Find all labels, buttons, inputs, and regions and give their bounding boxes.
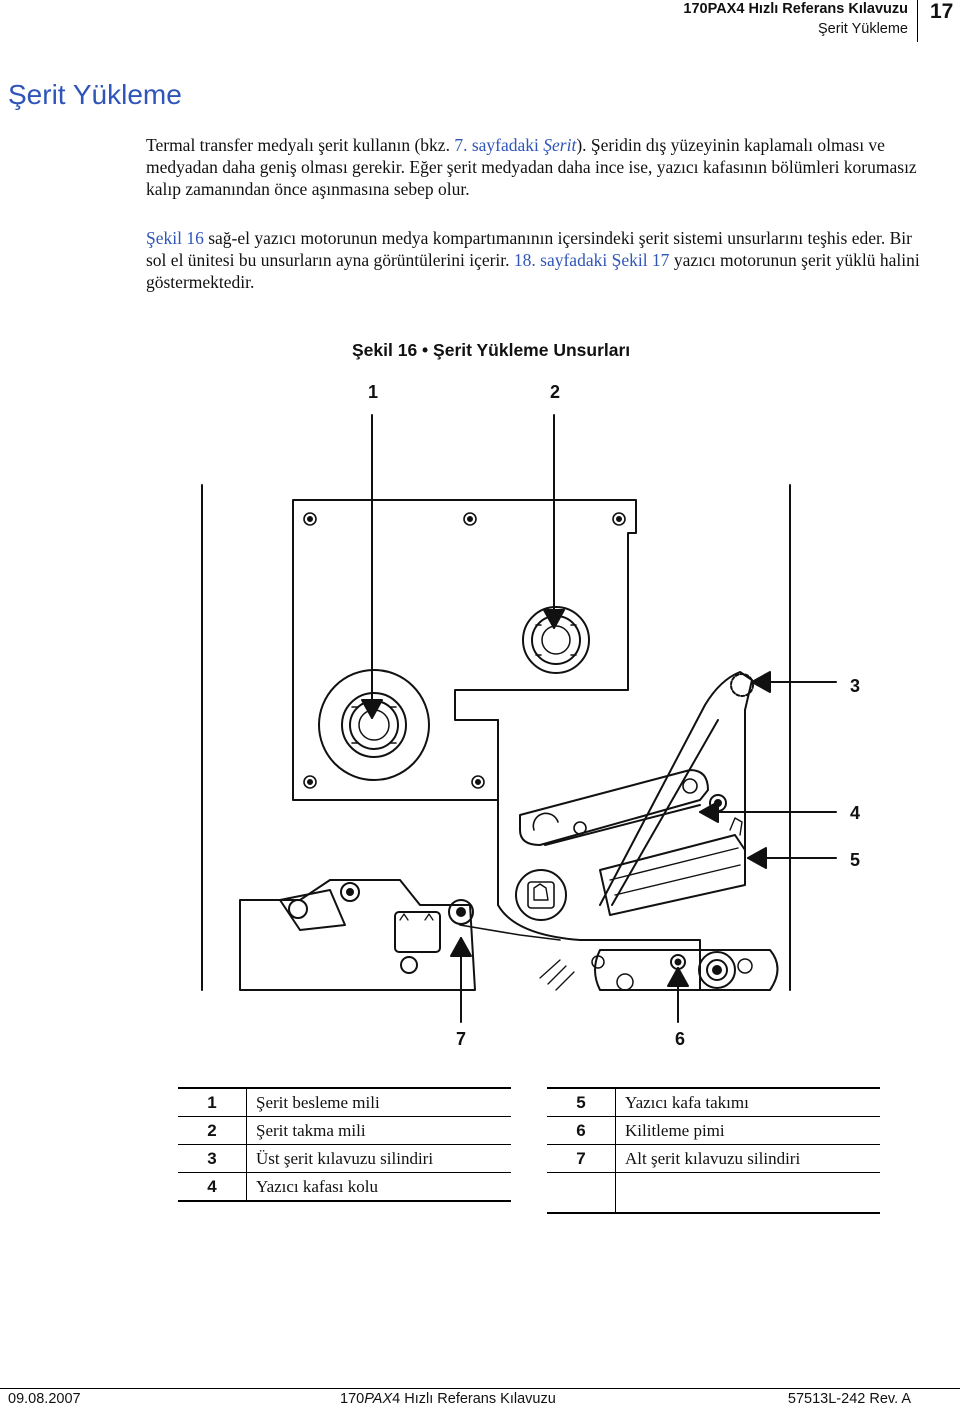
legend-number: 3: [207, 1148, 217, 1168]
printhead-assembly-drawing: [599, 817, 746, 916]
plate-screws: [303, 512, 626, 789]
figure-17-link[interactable]: 18. sayfadaki Şekil 17: [513, 250, 670, 270]
legend-label: Yazıcı kafa takımı: [615, 1088, 880, 1117]
callout-leaders: [361, 414, 837, 1023]
footer-document-number: 57513L-242 Rev. A: [787, 1391, 911, 1407]
legend-number: 5: [576, 1092, 586, 1112]
footer-title-part-a: 170: [340, 1391, 365, 1407]
legend-number: 2: [207, 1120, 217, 1140]
figure-description-text-2: yazıcı motorunun şerit yüklü halini göst…: [146, 250, 920, 292]
ribbon-supply-spindle-drawing: [318, 669, 430, 781]
ribbon-term-link[interactable]: Şerit: [543, 135, 577, 155]
legend-table-right: 5 Yazıcı kafa takımı 6 Kilitleme pimi 7 Alt…: [547, 1087, 880, 1214]
footer-date: 09.08.2007: [8, 1391, 81, 1407]
legend-row: 3 Üst şerit kılavuzu silindiri: [178, 1144, 511, 1173]
figure-16-link[interactable]: Şekil 16: [146, 228, 204, 248]
legend-number: 1: [207, 1092, 217, 1112]
figure-description-text-1: sağ-el yazıcı motorunun medya kompartıma…: [146, 228, 912, 270]
legend-label: Şerit besleme mili: [246, 1088, 511, 1117]
legend-row: 6 Kilitleme pimi: [547, 1116, 880, 1145]
ribbon-page-link[interactable]: 7. sayfadaki: [454, 135, 544, 155]
footer-title-part-c: 4 Hızlı Referans Kılavuzu: [392, 1391, 556, 1407]
ribbon-loading-diagram: 1 2 3 4 5 6 7: [201, 382, 860, 1049]
legend-label: Üst şerit kılavuzu silindiri: [246, 1144, 511, 1173]
intro-text-2: ). Şeridin dış yüzeyinin kaplamalı olmas…: [146, 135, 917, 199]
legend-row: 5 Yazıcı kafa takımı: [547, 1088, 880, 1117]
figure-caption: Şekil 16 • Şerit Yükleme Unsurları: [352, 340, 631, 360]
footer-divider: [0, 1388, 960, 1389]
intro-paragraph: Termal transfer medyalı şerit kullanın (…: [146, 134, 936, 200]
callout-1: 1: [368, 382, 378, 402]
intro-text-1: Termal transfer medyalı şerit kullanın (…: [146, 135, 455, 155]
lower-roller-bar: [539, 949, 779, 991]
platen-knob: [527, 881, 555, 909]
running-header-section: Şerit Yükleme: [818, 21, 908, 37]
legend-row-empty: [547, 1172, 880, 1214]
legend-label: Alt şerit kılavuzu silindiri: [615, 1144, 880, 1173]
left-rollers: [279, 882, 474, 974]
callout-2: 2: [550, 382, 560, 402]
legend-row: 4 Yazıcı kafası kolu: [178, 1172, 511, 1201]
running-header-title: 170PAX4 Hızlı Referans Kılavuzu: [683, 1, 908, 17]
mounting-plate: [292, 499, 637, 801]
legend-number: 7: [576, 1148, 586, 1168]
callout-4: 4: [850, 803, 860, 823]
legend-number-empty: [547, 1173, 616, 1214]
legend-label: Kilitleme pimi: [615, 1116, 880, 1145]
page-number: 17: [930, 0, 954, 23]
callout-3: 3: [850, 676, 860, 696]
callout-5: 5: [850, 850, 860, 870]
legend-label-empty: [615, 1172, 880, 1213]
legend-row: 2 Şerit takma mili: [178, 1116, 511, 1145]
figure-description-paragraph: Şekil 16 sağ-el yazıcı motorunun medya k…: [146, 227, 936, 293]
printhead-arm-drawing: [519, 769, 709, 846]
legend-row: 1 Şerit besleme mili: [178, 1088, 511, 1117]
page-title: Şerit Yükleme: [8, 79, 182, 110]
footer-title: 170PAX4 Hızlı Referans Kılavuzu: [340, 1391, 556, 1407]
ribbon-path: [459, 924, 561, 941]
legend-table-left: 1 Şerit besleme mili 2 Şerit takma mili 3 Ü…: [178, 1087, 511, 1202]
media-compartment-walls: [201, 484, 791, 991]
upper-guide-bracket: [599, 671, 753, 906]
footer-title-part-b: PAX: [364, 1391, 393, 1407]
legend-label: Şerit takma mili: [246, 1116, 511, 1145]
legend-row: 7 Alt şerit kılavuzu silindiri: [547, 1144, 880, 1173]
lower-plate: [239, 879, 476, 991]
legend-number: 6: [576, 1120, 586, 1140]
callout-7: 7: [456, 1029, 466, 1049]
legend-number: 4: [207, 1176, 217, 1196]
header-divider: [917, 0, 918, 42]
callout-6: 6: [675, 1029, 685, 1049]
printhead-frame: [497, 719, 701, 991]
legend-label: Yazıcı kafası kolu: [246, 1172, 511, 1201]
